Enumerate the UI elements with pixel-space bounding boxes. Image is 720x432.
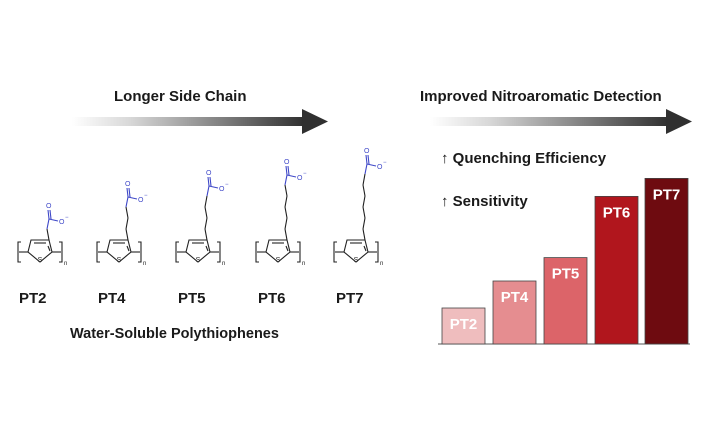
polymer-label-pt4: PT4 <box>98 290 126 307</box>
bar-pt7 <box>644 177 689 345</box>
polythiophene-caption: Water-Soluble Polythiophenes <box>70 326 279 342</box>
up-arrow-icon: ↑ <box>441 150 449 167</box>
svg-text:−: − <box>383 160 387 166</box>
svg-text:n: n <box>302 261 305 267</box>
svg-text:−: − <box>144 193 148 199</box>
right-gradient-arrow <box>430 109 692 134</box>
svg-text:O: O <box>46 203 52 210</box>
up-arrow-icon: ↑ <box>441 193 449 210</box>
left-arrow-title: Longer Side Chain <box>114 88 247 105</box>
sensitivity-bullet: ↑ Sensitivity <box>441 193 528 210</box>
svg-text:O: O <box>377 164 383 171</box>
svg-text:S: S <box>354 257 359 264</box>
svg-text:S: S <box>276 257 281 264</box>
svg-text:S: S <box>196 257 201 264</box>
svg-text:S: S <box>117 257 122 264</box>
bar-label-pt7: PT7 <box>653 186 681 203</box>
svg-text:n: n <box>143 261 146 267</box>
polymer-label-pt6: PT6 <box>258 290 286 307</box>
svg-text:O: O <box>364 148 370 155</box>
svg-text:n: n <box>380 261 383 267</box>
polymer-label-pt7: PT7 <box>336 290 364 307</box>
svg-text:O: O <box>125 181 131 188</box>
carboxylate-group: OO− <box>284 159 307 186</box>
svg-text:−: − <box>65 215 69 221</box>
bar-chart: PT2 PT4 PT5 PT6 PT7 <box>441 177 689 345</box>
carboxylate-group: OO− <box>46 203 69 230</box>
carboxylate-group: OO− <box>364 148 387 175</box>
bar-label-pt6: PT6 <box>603 204 631 221</box>
bar-pt5 <box>543 257 588 345</box>
bar-label-pt5: PT5 <box>552 266 580 283</box>
svg-text:O: O <box>284 159 290 166</box>
right-arrow-title: Improved Nitroaromatic Detection <box>420 88 662 105</box>
bar-pt2 <box>441 307 486 345</box>
svg-text:O: O <box>138 197 144 204</box>
bar-pt6 <box>594 195 639 345</box>
svg-text:O: O <box>206 170 212 177</box>
svg-text:n: n <box>64 261 67 267</box>
svg-text:S: S <box>38 257 43 264</box>
svg-text:O: O <box>219 186 225 193</box>
bar-label-pt4: PT4 <box>501 289 529 306</box>
svg-text:O: O <box>297 175 303 182</box>
svg-text:−: − <box>303 171 307 177</box>
svg-text:−: − <box>225 182 229 188</box>
svg-text:O: O <box>59 219 65 226</box>
bar-label-pt2: PT2 <box>450 316 478 333</box>
polymer-label-pt5: PT5 <box>178 290 206 307</box>
carboxylate-group: OO− <box>125 181 148 208</box>
carboxylate-group: OO− <box>206 170 229 197</box>
left-gradient-arrow <box>72 109 328 134</box>
svg-text:n: n <box>222 261 225 267</box>
polymer-label-pt2: PT2 <box>19 290 47 307</box>
quenching-bullet: ↑ Quenching Efficiency <box>441 150 607 167</box>
bar-pt4 <box>492 280 537 345</box>
